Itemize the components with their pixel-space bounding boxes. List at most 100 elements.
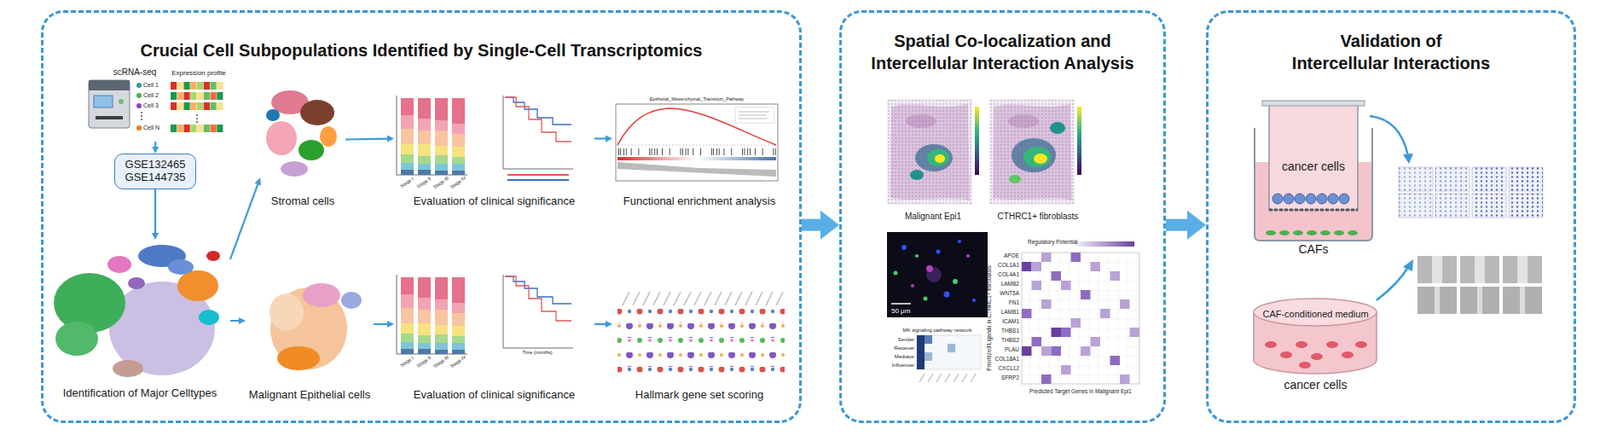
invasion-images: [1398, 167, 1543, 218]
arrow-head: [254, 178, 261, 186]
immunofluorescence-image: [910, 284, 915, 288]
expression-heatmap: [210, 92, 217, 100]
stacked-bar-chart: [396, 95, 468, 175]
signaling-network-heatmap: [919, 373, 976, 383]
cell-legend-dots: [136, 82, 142, 88]
signaling-network-heatmap: [916, 335, 981, 370]
survival-curve: [503, 95, 574, 169]
ligand-target-heatmap: [1071, 252, 1082, 262]
tsne-major-celltypes: [177, 270, 219, 302]
hallmark-dot-plot: [617, 323, 785, 338]
plot-label: Stage II: [415, 354, 432, 369]
invasion-images: [1398, 167, 1433, 192]
sequencer-icon: [88, 80, 130, 128]
arrow-shaft: [230, 183, 259, 260]
stacked-bar-chart: [434, 155, 448, 164]
flow-arrow: [151, 141, 159, 154]
plot-label: CXCL12: [997, 365, 1020, 372]
sequencer-icon: [95, 115, 123, 120]
invasion-images: [1508, 167, 1543, 192]
hallmark-dot-plot: [617, 352, 785, 367]
survival-curve: [507, 173, 569, 176]
stacked-bar-chart: [452, 156, 465, 164]
stacked-bar-chart: [400, 162, 414, 170]
gsea-plot: [617, 162, 777, 177]
transwell: [1262, 100, 1365, 106]
sequencer-icon: [88, 80, 130, 91]
plot-label: LAMB2: [1001, 280, 1020, 287]
transwell: [1269, 104, 1358, 210]
expression-heatmap: [210, 81, 217, 90]
stacked-bar-chart: [452, 146, 465, 157]
figure-panel: Identification of Major Celltypes: [49, 239, 231, 402]
ligand-target-heatmap: [1110, 271, 1121, 281]
survival-curve: [503, 95, 505, 169]
cell-legend-dots: [136, 103, 142, 109]
caption: scRNA-seq: [113, 67, 157, 78]
ligand-target-heatmap: [1051, 271, 1062, 281]
transwell: [1305, 193, 1316, 204]
ligand-target-heatmap: [1041, 252, 1052, 262]
tsne-major-celltypes: [168, 259, 194, 275]
expression-heatmap: [197, 92, 203, 100]
plot-label: Cell 1: [143, 81, 159, 89]
expression-heatmap: [177, 92, 184, 100]
spatial-map: [1049, 121, 1066, 134]
stacked-bar-chart: [417, 163, 431, 170]
result-arrow: [1402, 153, 1414, 164]
arrow-head: [820, 210, 840, 240]
tsne-malignant: [269, 293, 304, 331]
ligand-target-heatmap: [1100, 308, 1111, 319]
signaling-network-heatmap: [924, 352, 933, 361]
expression-heatmap: [170, 102, 223, 111]
plot-label: Influencer: [892, 362, 915, 369]
spatial-map: [989, 98, 1082, 205]
plot-label: Sender: [898, 336, 915, 343]
transwell: [1292, 230, 1304, 236]
tsne-malignant: [277, 346, 320, 371]
expression-heatmap: [170, 81, 177, 90]
plot-label: 50 μm: [891, 307, 911, 315]
wound-healing-images: [1474, 255, 1485, 284]
expression-heatmap: [216, 81, 223, 90]
arrow-shaft: [1165, 219, 1189, 232]
expression-heatmap: [170, 124, 223, 133]
invasion-images: [1435, 167, 1470, 192]
ligand-target-heatmap: [1031, 336, 1043, 347]
ligand-target-heatmap: [1060, 327, 1072, 337]
figure-panel: cancer cellsCAFs: [1249, 95, 1378, 260]
ligand-target-heatmap: [1060, 365, 1072, 375]
caption: Hallmark gene set scoring: [635, 388, 764, 402]
stacked-bar-chart: [417, 144, 431, 157]
figure-panel: Stromal cells: [260, 81, 346, 210]
wound-healing-images: [1434, 286, 1440, 314]
expression-heatmap: [170, 81, 223, 90]
plot-label: PLAU: [1004, 346, 1020, 353]
immunofluorescence-image: [966, 254, 970, 258]
invasion-images: [1472, 167, 1507, 192]
culture-dish: [1253, 298, 1377, 374]
stacked-bar-chart: [452, 123, 465, 134]
survival-curve: [503, 274, 574, 348]
tsne-major-celltypes: [53, 244, 221, 377]
arrow-shaft: [154, 189, 157, 234]
culture-dish: [1341, 351, 1354, 359]
ligand-target-heatmap: [1090, 261, 1102, 272]
ligand-target-heatmap: [1119, 299, 1131, 309]
figure-panel: Malignant Epi1: [883, 95, 983, 224]
stacked-bar-chart: [452, 170, 465, 175]
hallmark-dot-plot: [617, 291, 785, 378]
arrow-shaft: [373, 323, 389, 325]
transwell: [1272, 193, 1283, 204]
spatial-map: [934, 154, 945, 163]
tsne-stromal: [300, 99, 335, 126]
ligand-target-heatmap: [1031, 280, 1043, 290]
ligand-target-heatmap: [1080, 346, 1091, 356]
culture-dish: [1253, 298, 1377, 326]
stacked-bar-chart: [396, 274, 468, 354]
flow-arrow: [594, 320, 613, 328]
spatial-map: [1023, 146, 1051, 168]
plot-label: LAMB1: [1001, 308, 1020, 315]
transwell: [1283, 193, 1294, 204]
wound-healing-images: [1477, 286, 1483, 314]
